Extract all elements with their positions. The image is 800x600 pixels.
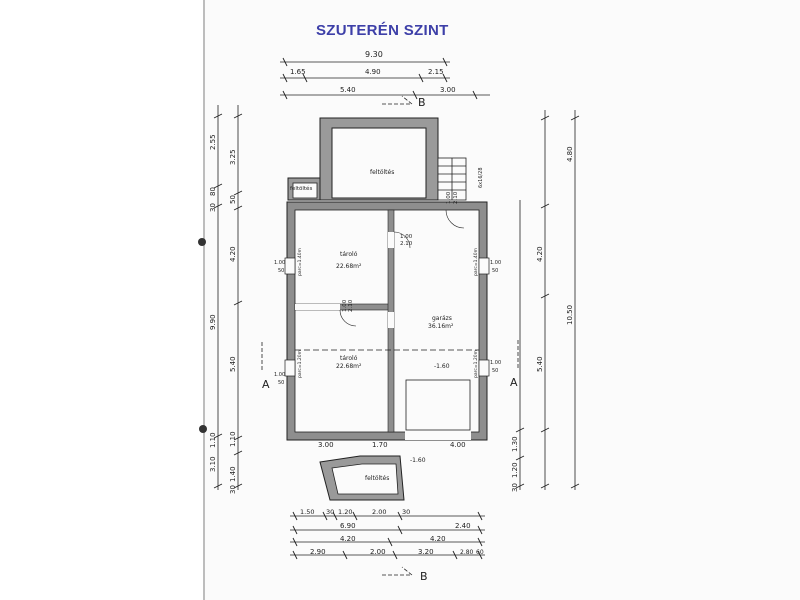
section-b-bottom: B	[420, 570, 428, 583]
dim-left-12: 30	[229, 485, 237, 494]
section-b-top: B	[418, 96, 426, 109]
dim-bottom-r4-3: 2.80	[460, 549, 474, 556]
fill-top-label: feltöltés	[370, 169, 394, 176]
garage-area: 36.16m²	[428, 323, 454, 330]
dim-right-3: 5.40	[536, 356, 544, 372]
dim-bottom-inner-0: 3.00	[318, 441, 334, 449]
win-left1-width: 1.00	[274, 260, 285, 266]
win-right2-sill: parc=1.20m	[473, 350, 479, 378]
dim-bottom-inner-2: 4.00	[450, 441, 466, 449]
dim-top-row2-1: 4.90	[365, 68, 381, 76]
dim-bottom-r2-0: 6.90	[340, 522, 356, 530]
dim-left-5: 4.20	[229, 246, 237, 262]
dim-bottom-r1-3: 2.00	[372, 508, 386, 516]
dim-left-2: 80	[209, 187, 217, 196]
dim-bottom-r3-1: 4.20	[430, 535, 446, 543]
dim-right-1: 4.20	[536, 246, 544, 262]
fill-bottom-label: feltöltés	[365, 475, 389, 482]
dim-top-row2-0: 1.65	[290, 68, 306, 76]
dim-bottom-r1-1: 30	[326, 508, 334, 516]
dim-bottom-r4-1: 2.00	[370, 548, 386, 556]
win-right1-height: 50	[492, 268, 498, 274]
room1-area: 22.68m²	[336, 263, 362, 270]
dim-top-row2-2: 2.15	[428, 68, 444, 76]
win-left2-height: 50	[278, 380, 284, 386]
dim-top-row3-0: 5.40	[340, 86, 356, 94]
dim-bottom-r2-1: 2.40	[455, 522, 471, 530]
dim-left-11: 1.40	[229, 466, 237, 482]
dim-right-4: 1.30	[511, 436, 519, 452]
dim-left-7: 5.40	[229, 356, 237, 372]
plan-title: SZUTERÉN SZINT	[316, 22, 449, 39]
dim-bottom-r3-0: 4.20	[340, 535, 356, 543]
dim-top-row3-1: 3.00	[440, 86, 456, 94]
win-right1-sill: parc=1.40m	[473, 248, 479, 276]
level-entrance: -1.60	[410, 457, 426, 464]
dim-bottom-r1-4: 30	[402, 508, 410, 516]
win-right1-width: 1.00	[490, 260, 501, 266]
stairs-label: 6x16/28	[478, 167, 484, 188]
dim-top-total: 9.30	[365, 50, 383, 59]
top-fill-block	[319, 117, 439, 201]
win-right2-height: 50	[492, 368, 498, 374]
dim-bottom-r1-2: 1.20	[338, 508, 352, 516]
garage-name: garázs	[432, 315, 452, 322]
dim-right-6: 30	[511, 483, 519, 492]
section-a-right: A	[510, 376, 518, 389]
dim-bottom-r4-0: 2.90	[310, 548, 326, 556]
dim-left-0: 2.55	[209, 134, 217, 150]
binder-hole-2	[199, 425, 207, 433]
background-margin	[0, 0, 200, 600]
dim-left-10: 3.10	[209, 456, 217, 472]
paper-edge	[203, 0, 205, 600]
dim-bottom-r4-2: 3.20	[418, 548, 434, 556]
dim-right-0: 4.80	[566, 146, 574, 162]
bottom-fill-block	[319, 455, 405, 501]
dim-left-3: 50	[229, 195, 237, 204]
fill-left-label: feltöltés	[290, 185, 312, 192]
dim-left-6: 9.90	[209, 314, 217, 330]
room1-name: tároló	[340, 251, 358, 258]
dim-left-9: 1.10	[229, 431, 237, 447]
door-2-height: 2.10	[348, 299, 354, 312]
level-garage: -1.60	[434, 363, 450, 370]
door-1-width: 1.00	[400, 234, 413, 240]
win-right2-width: 1.00	[490, 360, 501, 366]
win-left2-width: 1.00	[274, 372, 285, 378]
binder-hole-1	[198, 238, 206, 246]
building-walls	[284, 201, 490, 441]
section-a-left: A	[262, 378, 270, 391]
dim-right-2: 10.50	[566, 305, 574, 325]
win-left1-height: 50	[278, 268, 284, 274]
room2-name: tároló	[340, 355, 358, 362]
win-left1-sill: parc=1.40m	[297, 248, 303, 276]
dim-left-1: 3.25	[229, 149, 237, 165]
door-3-height: 2.10	[453, 191, 459, 204]
dim-bottom-r1-0: 1.50	[300, 508, 314, 516]
win-left2-sill: parc=1.20m	[297, 350, 303, 378]
door-1-height: 2.10	[400, 241, 413, 247]
dim-left-8: 1.10	[209, 432, 217, 448]
room2-area: 22.68m²	[336, 363, 362, 370]
dim-bottom-inner-1: 1.70	[372, 441, 388, 449]
door-2-width: 1.00	[342, 299, 348, 312]
stairs	[437, 157, 467, 201]
dim-right-5: 1.20	[511, 462, 519, 478]
dim-bottom-r4-4: 60	[476, 549, 484, 556]
section-markers	[261, 95, 519, 576]
door-3-width: 1.00	[446, 191, 452, 204]
dim-left-4: 30	[209, 203, 217, 212]
